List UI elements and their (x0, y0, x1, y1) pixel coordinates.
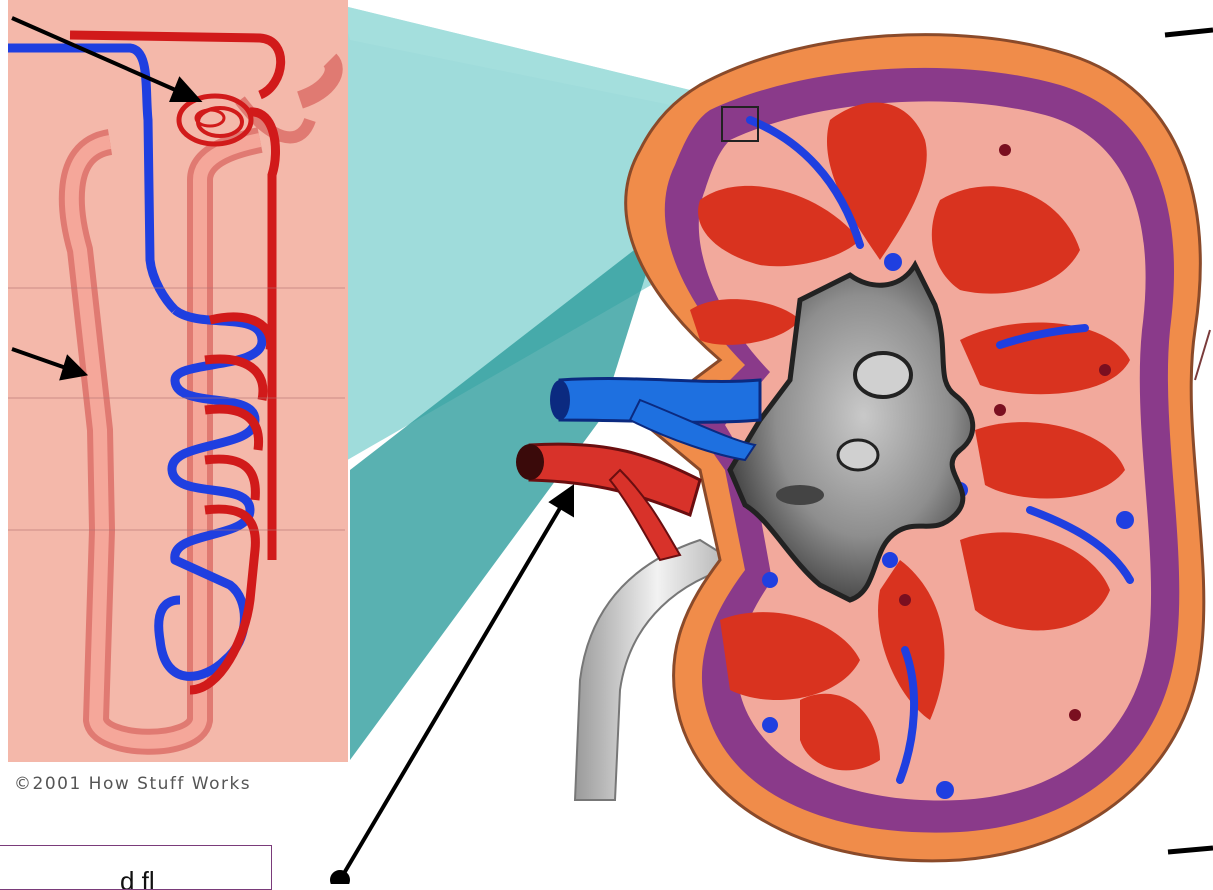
label-box: d fl (0, 845, 272, 890)
nephron-inset (8, 0, 348, 762)
renal-artery (516, 444, 700, 560)
copyright-credit: ©2001 How Stuff Works (14, 774, 251, 794)
label-box-text: d fl (120, 866, 155, 890)
